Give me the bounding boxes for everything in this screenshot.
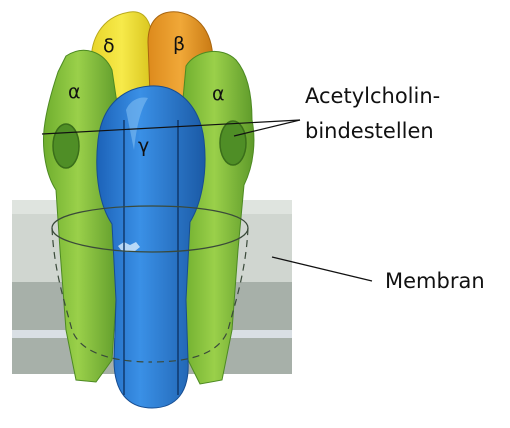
binding-site-right — [220, 121, 246, 165]
alpha-right-label: α — [212, 83, 225, 105]
alpha-left-label: α — [68, 81, 81, 103]
delta-label: δ — [103, 35, 115, 57]
membrane-label: Membran — [385, 269, 485, 293]
binding-site-left — [53, 124, 79, 168]
binding-sites-label-line2: bindestellen — [305, 119, 434, 143]
gamma-label: γ — [138, 135, 149, 157]
beta-label: β — [173, 33, 185, 55]
binding-sites-label-line1: Acetylcholin- — [305, 84, 440, 108]
